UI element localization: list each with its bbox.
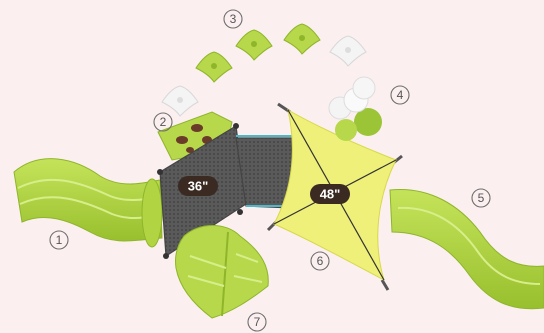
callout-6: 6 <box>311 252 329 270</box>
callout-2: 2 <box>154 113 172 131</box>
dimension-label: 36" <box>188 179 209 194</box>
callout-1: 1 <box>50 231 68 249</box>
dimension-badge-left: 36" <box>178 176 218 196</box>
callout-number: 6 <box>317 254 324 268</box>
callout-3: 3 <box>224 10 242 28</box>
left-slide <box>14 159 162 247</box>
callout-number: 7 <box>254 315 261 329</box>
callout-number: 3 <box>230 12 237 26</box>
dimension-label: 48" <box>320 187 341 202</box>
right-slide <box>390 189 544 308</box>
callout-5: 5 <box>472 189 490 207</box>
dimension-badge-right: 48" <box>310 184 350 204</box>
callout-number: 1 <box>56 233 63 247</box>
callout-number: 4 <box>397 88 404 102</box>
callout-4: 4 <box>391 86 409 104</box>
leaf-climber <box>175 226 268 319</box>
ball-cluster <box>329 77 382 141</box>
callout-number: 5 <box>478 191 485 205</box>
callout-number: 2 <box>160 115 167 129</box>
callout-7: 7 <box>248 313 266 331</box>
